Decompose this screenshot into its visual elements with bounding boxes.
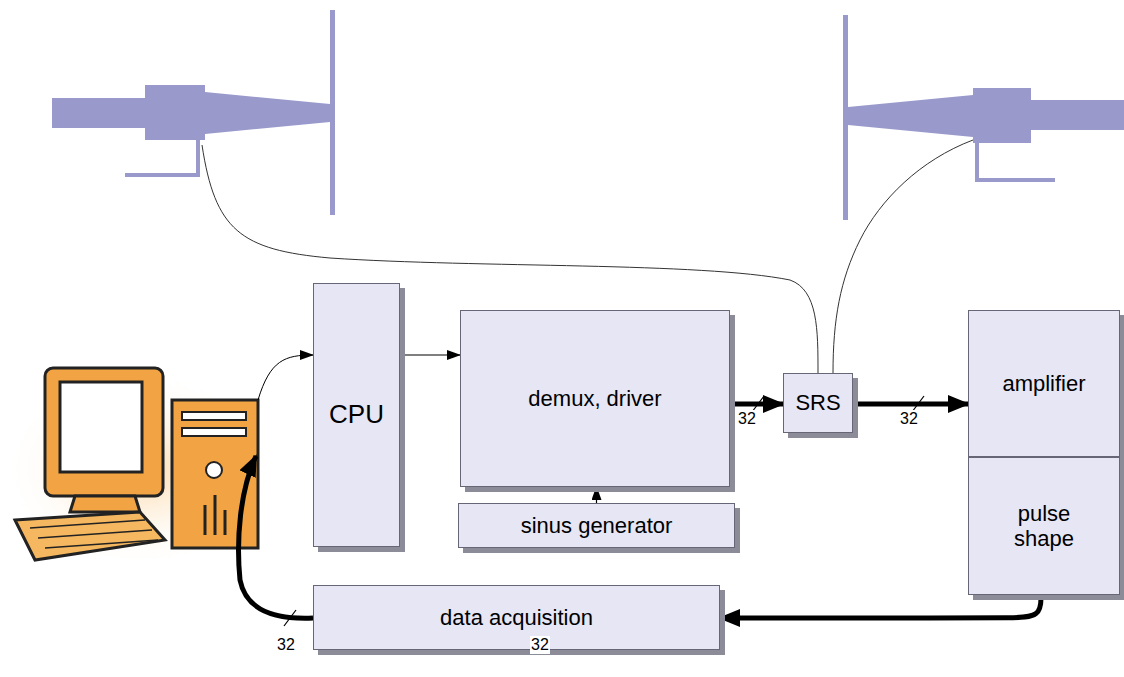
box-label: demux, driver	[528, 386, 661, 411]
bus	[239, 456, 313, 618]
driver-box: demux, driver	[460, 310, 730, 487]
signal-arrow	[596, 487, 597, 503]
wire	[833, 140, 973, 373]
box-label: SRS	[795, 390, 840, 415]
shaper-box: pulse shape	[968, 457, 1120, 595]
bus-width-label: 32	[276, 636, 296, 654]
box-label: amplifier	[1002, 371, 1085, 396]
bus-arrow	[730, 402, 783, 407]
acquisition-box: data acquisition	[313, 585, 720, 650]
wire	[258, 355, 313, 400]
box-label: pulse shape	[999, 501, 1089, 552]
generator-box: sinus generator	[458, 503, 735, 548]
bus-width-label: 32	[899, 410, 919, 428]
processor-box: CPU	[313, 283, 400, 547]
bus-arrow	[720, 595, 1041, 618]
bus-width-label: 32	[737, 410, 757, 428]
signal-arrow	[400, 354, 460, 355]
box-label: CPU	[329, 400, 384, 430]
transducer	[843, 15, 1124, 220]
amplifier-box: amplifier	[968, 310, 1120, 457]
bus-width-label: 32	[530, 636, 550, 654]
box-label: sinus generator	[521, 513, 673, 538]
switch-box: SRS	[783, 373, 853, 433]
transducer	[52, 10, 335, 215]
box-label: data acquisition	[440, 605, 593, 630]
bus-arrow	[853, 402, 968, 407]
